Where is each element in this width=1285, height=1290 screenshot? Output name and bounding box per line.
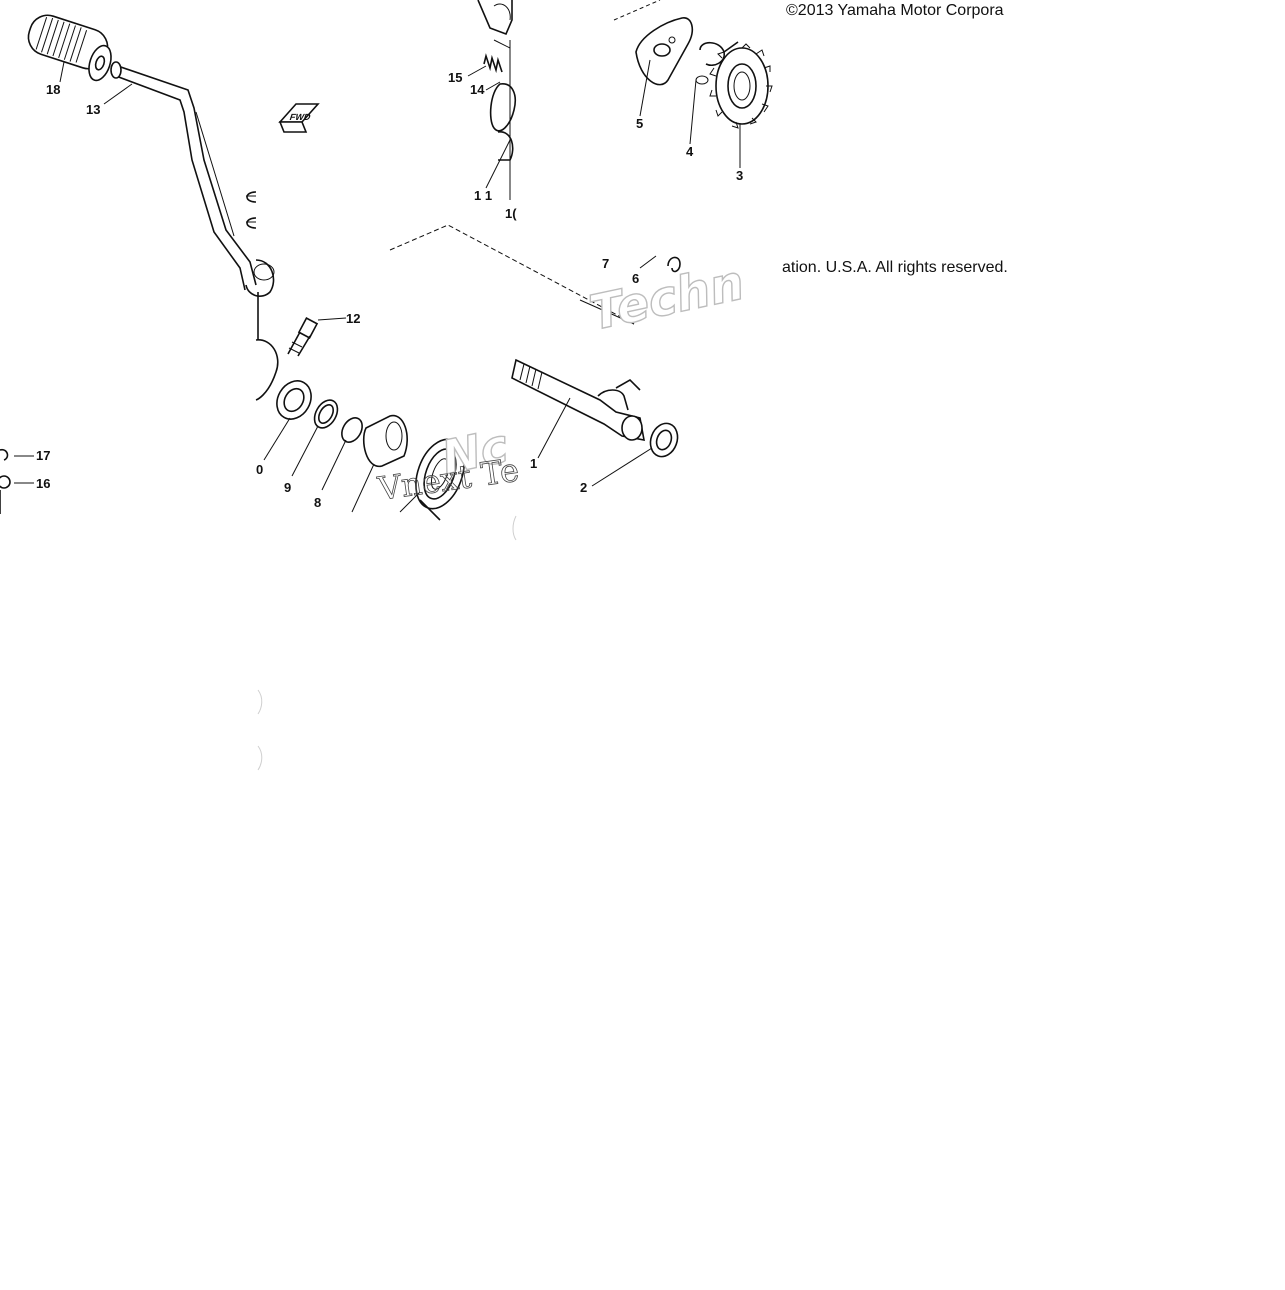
spring-clip-icon bbox=[667, 256, 681, 273]
callout-1: 1 bbox=[530, 456, 537, 471]
fwd-badge-label: FWD bbox=[288, 112, 312, 122]
spring-icon bbox=[483, 53, 503, 74]
small-clip-icon bbox=[0, 448, 11, 514]
fwd-badge: FWD bbox=[278, 103, 320, 133]
bolt-icon bbox=[287, 317, 319, 357]
callout-labels: 18 13 15 14 1 1 1( 12 5 4 3 7 6 17 16 0 … bbox=[36, 70, 743, 510]
lever-boss-icon bbox=[477, 0, 516, 200]
callout-6: 6 bbox=[632, 271, 639, 286]
collar-icon bbox=[362, 414, 408, 467]
callout-14: 14 bbox=[470, 82, 485, 97]
callout-15: 15 bbox=[448, 70, 462, 85]
callout-2: 2 bbox=[580, 480, 587, 495]
kick-shaft-icon bbox=[511, 358, 645, 441]
leader-lines bbox=[14, 59, 741, 513]
watermark-techn: Techn bbox=[585, 255, 749, 342]
callout-7: 7 bbox=[602, 256, 609, 271]
kick-grip-icon bbox=[27, 14, 112, 82]
callout-17: 17 bbox=[36, 448, 50, 463]
callout-4: 4 bbox=[686, 144, 694, 159]
oil-seal-icon bbox=[276, 380, 312, 420]
gear-icon bbox=[709, 43, 773, 129]
assembly-guide-lines bbox=[389, 0, 661, 325]
kick-spring-icon bbox=[415, 438, 465, 521]
callout-10: 0 bbox=[256, 462, 263, 477]
thrust-washer-icon bbox=[649, 422, 679, 458]
callout-5: 5 bbox=[636, 116, 643, 131]
callout-8: 8 bbox=[314, 495, 321, 510]
callout-16: 16 bbox=[36, 476, 50, 491]
callout-12: 12 bbox=[346, 311, 360, 326]
callout-18: 18 bbox=[46, 82, 60, 97]
copyright-line-top: ©2013 Yamaha Motor Corpora bbox=[786, 2, 1004, 19]
circlip-small-icon bbox=[341, 417, 363, 443]
callout-9: 9 bbox=[284, 480, 291, 495]
plate-washer-icon bbox=[635, 17, 694, 86]
callout-3: 3 bbox=[736, 168, 743, 183]
callout-11: 1 1 bbox=[474, 188, 492, 203]
callout-13: 13 bbox=[86, 102, 100, 117]
kick-lever-icon bbox=[110, 61, 279, 401]
callout-10-top: 1( bbox=[505, 206, 517, 221]
washer-icon bbox=[313, 399, 339, 429]
clip-icon bbox=[246, 191, 257, 229]
faint-marks bbox=[257, 515, 517, 771]
copyright-line-bottom: ation. U.S.A. All rights reserved. bbox=[782, 259, 1008, 276]
